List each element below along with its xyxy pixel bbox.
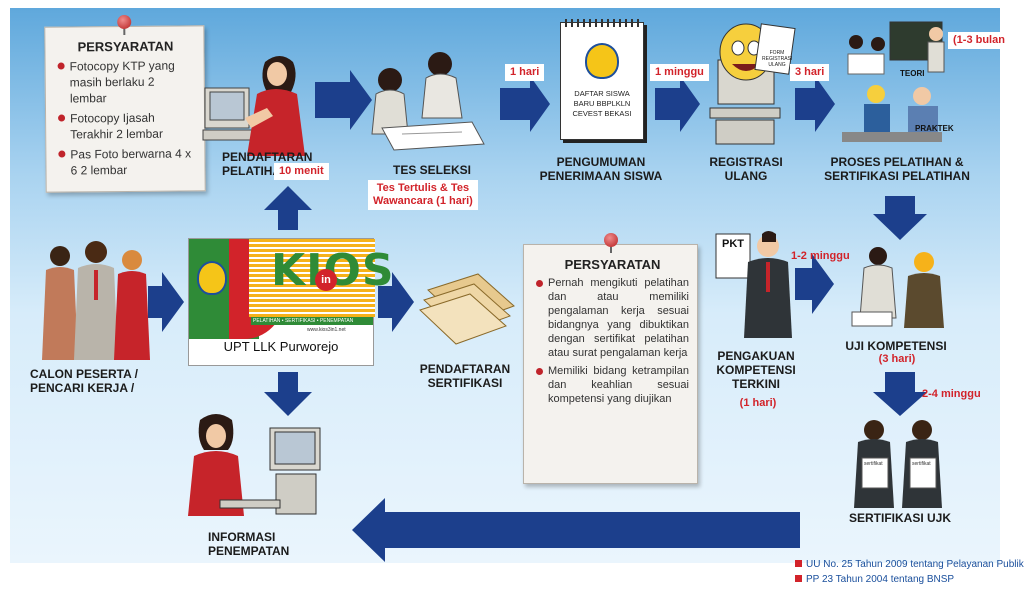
- announcement-document: DAFTAR SISWA BARU BBPLKLN CEVEST BEKASI: [560, 19, 644, 140]
- logo-site-text: www.kios3in1.net: [307, 327, 346, 333]
- registration-form-label: FORM REGISTRASI ULANG: [762, 50, 793, 68]
- training-illustration: [842, 21, 945, 142]
- duration-10-menit: 10 menit: [274, 163, 329, 180]
- label-praktek: PRAKTEK: [915, 124, 954, 133]
- requirements-note-mid: PERSYARATAN Pernah mengikuti pelatihan d…: [523, 233, 698, 484]
- kios-in-badge: in: [315, 269, 337, 291]
- step-tes-seleksi: TES SELEKSI: [392, 163, 472, 177]
- job-seekers-illustration: [42, 241, 150, 360]
- arrow-right-6: [378, 272, 414, 332]
- step-pendaftaran-sertifikasi: PENDAFTARAN SERTIFIKASI: [419, 362, 511, 390]
- competency-test-illustration: [851, 247, 944, 328]
- step-registrasi: REGISTRASI ULANG: [709, 155, 783, 183]
- arrow-up-1: [264, 186, 312, 230]
- arrow-right-3: [655, 76, 700, 132]
- bullet-icon: [536, 368, 543, 375]
- test-takers-illustration: [371, 52, 485, 151]
- certificate-tag-2: sertifikat: [912, 461, 931, 467]
- requirements-list: Fotocopy KTP yang masih berlaku 2 lembar…: [57, 57, 195, 178]
- list-item: Fotocopy Ijasah Terakhir 2 lembar: [58, 109, 194, 142]
- duration-uji: (3 hari): [878, 353, 916, 365]
- bullet-icon: [795, 575, 802, 582]
- bullet-icon: [58, 150, 66, 158]
- logo-stripes: [249, 239, 375, 317]
- document-text: DAFTAR SISWA BARU BBPLKLN CEVEST BEKASI: [572, 89, 632, 118]
- flow-arrows: [148, 70, 927, 562]
- folders-illustration: [419, 273, 515, 345]
- pushpin-icon: [603, 233, 618, 247]
- requirements-list: Pernah mengikuti pelatihan dan atau memi…: [536, 276, 689, 406]
- spiral-binding: [565, 19, 639, 27]
- registration-clerk-illustration: [202, 56, 305, 156]
- list-item: Memiliki bidang ketrampilan dan keahlian…: [536, 364, 689, 406]
- duration-tes-detail: Tes Tertulis & Tes Wawancara (1 hari): [368, 180, 478, 210]
- logo-band: [251, 317, 373, 325]
- pin-stem: [609, 245, 612, 253]
- emblem-icon: [585, 43, 619, 79]
- arrow-right-4: [795, 76, 835, 132]
- logo-band-text: PELATIHAN • SERTIFIKASI • PENEMPATAN: [253, 318, 354, 324]
- kios-caption: UPT LLK Purworejo: [223, 339, 339, 354]
- bullet-icon: [58, 114, 66, 122]
- note-title: PERSYARATAN: [77, 38, 174, 55]
- step-pengumuman: PENGUMUMAN PENERIMAAN SISWA: [539, 155, 663, 183]
- arrow-right-5: [148, 272, 184, 332]
- requirements-note-top: PERSYARATAN Fotocopy KTP yang masih berl…: [44, 14, 206, 193]
- certificate-holders-illustration: [854, 420, 942, 508]
- kios-logo: KIOS in PELATIHAN • SERTIFIKASI • PENEMP…: [188, 238, 394, 366]
- duration-1-2-minggu: 1-2 minggu: [791, 250, 850, 262]
- duration-pengakuan: (1 hari): [739, 397, 777, 409]
- arrow-down-2: [264, 372, 312, 416]
- arrow-left-long: [352, 498, 800, 562]
- bullet-icon: [57, 62, 65, 70]
- placement-info-illustration: [188, 414, 321, 516]
- list-item: Pernah mengikuti pelatihan dan atau memi…: [536, 276, 689, 360]
- step-sertifikasi-ujk: SERTIFIKASI UJK: [848, 511, 951, 525]
- pkt-sign: PKT: [722, 238, 744, 250]
- step-pengakuan: PENGAKUAN KOMPETENSI TERKINI: [716, 349, 796, 391]
- registration-computer-illustration: [709, 23, 796, 145]
- list-item: Fotocopy KTP yang masih berlaku 2 lembar: [57, 57, 194, 106]
- arrow-right-7: [795, 254, 834, 314]
- step-proses: PROSES PELATIHAN & SERTIFIKASI PELATIHAN: [824, 155, 970, 183]
- arrow-right-2: [500, 76, 550, 132]
- arrow-down-3: [873, 372, 927, 416]
- list-item: Pas Foto berwarna 4 x 6 2 lembar: [58, 145, 194, 178]
- legal-ref-2: PP 23 Tahun 2004 tentang BNSP: [795, 574, 954, 585]
- duration-1-hari: 1 hari: [505, 64, 545, 81]
- step-calon-peserta: CALON PESERTA / PENCARI KERJA /: [30, 367, 139, 395]
- bullet-icon: [536, 280, 543, 287]
- duration-2-4-minggu: 2-4 minggu: [922, 388, 981, 400]
- duration-3-hari: 3 hari: [790, 64, 830, 81]
- flow-diagram: PERSYARATAN Fotocopy KTP yang masih berl…: [10, 8, 1024, 585]
- competency-recognition-illustration: [715, 231, 792, 338]
- step-pendaftaran-pelatihan: PENDAFTARAN PELATIHAN: [222, 150, 313, 178]
- label-teori: TEORI: [900, 69, 925, 78]
- duration-1-minggu: 1 minggu: [650, 64, 709, 81]
- legal-ref-1: UU No. 25 Tahun 2009 tentang Pelayanan P…: [795, 559, 1024, 570]
- arrow-right-1: [315, 70, 372, 130]
- arrow-down-1: [873, 196, 927, 240]
- emblem-icon: [197, 261, 227, 295]
- bullet-icon: [795, 560, 802, 567]
- duration-1-3-bulan: (1-3 bulan: [948, 32, 1010, 49]
- step-informasi-penempatan: INFORMASI PENEMPATAN: [208, 530, 290, 558]
- pushpin-icon: [117, 14, 132, 30]
- step-uji: UJI KOMPETENSI: [845, 339, 947, 353]
- note-title: PERSYARATAN: [564, 257, 661, 272]
- certificate-tag-1: sertifikat: [864, 461, 883, 467]
